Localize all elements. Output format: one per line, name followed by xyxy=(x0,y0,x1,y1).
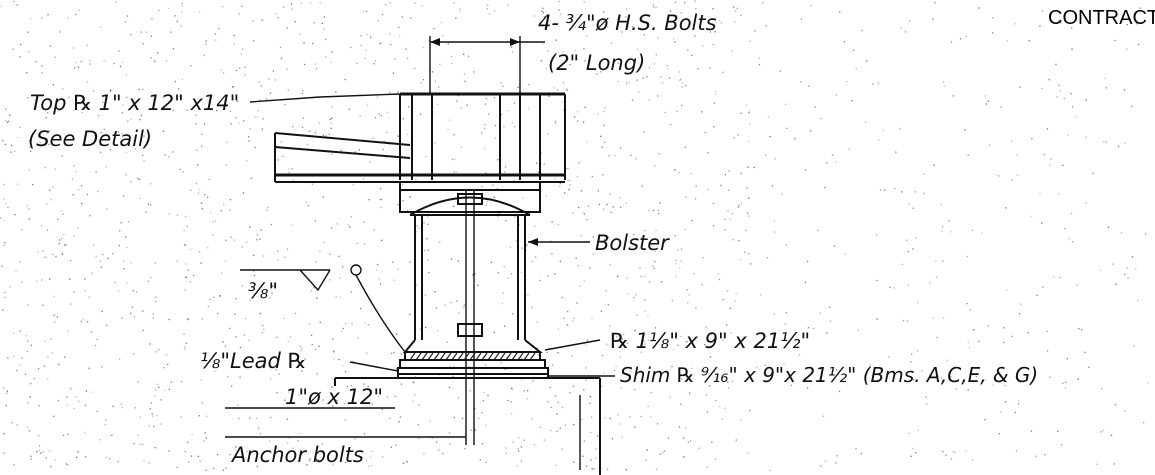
bolt-spacing-dimension xyxy=(429,36,545,94)
concrete-pier xyxy=(334,377,601,475)
bearing-plates xyxy=(397,351,549,379)
anchor-bolts-label: Anchor bolts xyxy=(230,443,364,467)
bolster-label: Bolster xyxy=(595,231,670,255)
shim-plate-label: Shim ℞ ⁹⁄₁₆" x 9"x 21½" (Bms. A,C,E, & G… xyxy=(620,363,1038,387)
girder-section xyxy=(274,92,566,191)
callout-leaders xyxy=(225,93,615,438)
see-detail-label: (See Detail) xyxy=(28,127,152,151)
anchor-size-label: 1"ø x 12" xyxy=(285,385,383,409)
sheet-corner-title: CONTRACT xyxy=(1048,7,1155,29)
bearing-plate-label: ℞ 1⅛" x 9" x 21½" xyxy=(610,329,810,353)
weld-size-label: ⅜" xyxy=(248,279,278,303)
top-plate-label: Top ℞ 1" x 12" x14" xyxy=(30,91,239,115)
hs-bolts-label: 4- ¾"ø H.S. Bolts xyxy=(538,11,717,35)
bolster-body xyxy=(399,189,543,445)
lead-plate-label: ⅛"Lead ℞ xyxy=(200,349,306,373)
hs-bolts-length-label: (2" Long) xyxy=(548,51,645,75)
